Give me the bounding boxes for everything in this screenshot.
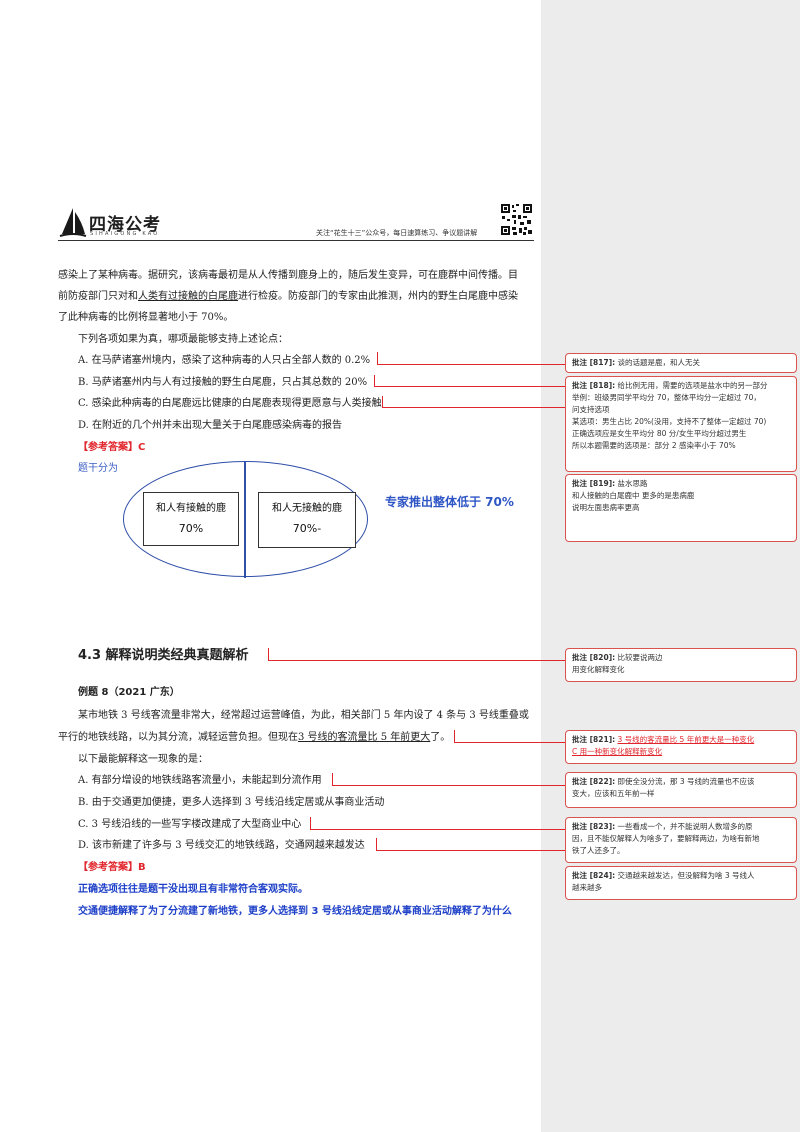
q1-text-line: 感染上了某种病毒。据研究，该病毒最初是从人传播到鹿身上的，随后发生变异，可在鹿群… — [58, 270, 518, 281]
comment-anchor — [310, 817, 311, 829]
comment-connector — [454, 742, 565, 743]
q2-text-line: 某市地铁 3 号线客流量非常大，经常超过运营峰值，为此，相关部门 5 年内设了 … — [78, 710, 529, 721]
comment-connector — [332, 785, 565, 786]
q2-note: 正确选项往往是题干没出现且有非常符合客观实际。 — [78, 884, 308, 895]
comment-connector — [268, 660, 565, 661]
comment-817[interactable]: 批注 [817]: 谈的话题是鹿，和人无关 — [565, 353, 797, 373]
q2-note: 交通便捷解释了为了分流建了新地铁，更多人选择到 3 号线沿线定居或从事商业活动解… — [78, 906, 512, 917]
q1-option-a: A. 在马萨诸塞州境内，感染了这种病毒的人只占全部人数的 0.2% — [78, 355, 371, 366]
brand-name: 四海公考 — [89, 215, 161, 235]
q1-highlight: 人类有过接触的白尾鹿 — [138, 291, 238, 302]
comment-818[interactable]: 批注 [818]: 给比例无用，需要的选项是盐水中的另一部分 举例：班级男同学平… — [565, 376, 797, 472]
q2-highlight: 3 号线的客流量比 5 年前更大 — [298, 732, 431, 743]
comment-anchor — [382, 396, 383, 408]
comment-824[interactable]: 批注 [824]: 交通越来越发达，但没解释为啥 3 号线人 越来越多 — [565, 866, 797, 900]
comment-connector — [376, 850, 565, 851]
q2-prompt: 以下最能解释这一现象的是： — [78, 754, 208, 765]
qr-code-icon — [500, 203, 533, 236]
contact-deer-box: 和人有接触的鹿 70% — [143, 492, 239, 546]
comment-821[interactable]: 批注 [821]: 3 号线的客流量比 5 年前更大是一种变化 C 用一种新变化… — [565, 730, 797, 764]
comment-822[interactable]: 批注 [822]: 即使全没分流，那 3 号线的流量也不应该 变大，应该和五年前… — [565, 772, 797, 808]
q2-text-line: 平行的地铁线路，以为其分流，减轻运营负担。但现在3 号线的客流量比 5 年前更大… — [58, 732, 451, 743]
q2-option-d: D. 该市新建了许多与 3 号线交汇的地铁线路，交通网越来越发达 — [78, 840, 365, 851]
comment-connector — [382, 407, 565, 408]
comment-connector — [310, 829, 565, 830]
q2-option-a: A. 有部分增设的地铁线路客流量小，未能起到分流作用 — [78, 775, 322, 786]
comments-sidebar — [541, 0, 800, 1132]
comment-anchor — [377, 352, 378, 364]
document-page: 四海公考 SIHAIGONG KAO 关注“花生十三”公众号，每日速算练习、争议… — [58, 203, 534, 917]
comment-connector — [374, 386, 565, 387]
q1-split-note: 题干分为 — [78, 463, 118, 474]
sail-logo-icon — [59, 208, 87, 237]
q2-answer: 【参考答案】B — [78, 862, 146, 873]
q1-prompt: 下列各项如果为真，哪项最能够支持上述论点： — [78, 334, 288, 345]
comment-anchor — [332, 773, 333, 785]
comment-823[interactable]: 批注 [823]: 一些看成一个，并不能说明人数增多的原 因，且不能仅解释人为啥… — [565, 817, 797, 863]
section-title: 4.3 解释说明类经典真题解析 — [78, 648, 249, 663]
population-divider — [244, 461, 246, 578]
header-note: 关注“花生十三”公众号，每日速算练习、争议题讲解 — [316, 229, 478, 237]
comment-819[interactable]: 批注 [819]: 盐水思路 和人接触的白尾鹿中 更多的是患病鹿 说明左面患病率… — [565, 474, 797, 542]
q2-option-b: B. 由于交通更加便捷，更多人选择到 3 号线沿线定居或从事商业活动 — [78, 797, 385, 808]
comment-anchor — [268, 648, 269, 660]
expert-conclusion: 专家推出整体低于 70% — [385, 495, 514, 509]
comment-anchor — [374, 375, 375, 387]
q1-option-c: C. 感染此种病毒的白尾鹿远比健康的白尾鹿表现得更愿意与人类接触 — [78, 398, 382, 409]
q1-answer: 【参考答案】C — [78, 442, 146, 453]
q2-option-c: C. 3 号线沿线的一些写字楼改建成了大型商业中心 — [78, 819, 302, 830]
comment-820[interactable]: 批注 [820]: 比较要说两边 用变化解释变化 — [565, 648, 797, 682]
no-contact-deer-box: 和人无接触的鹿 70%- — [258, 492, 356, 548]
q1-option-b: B. 马萨诸塞州内与人有过接触的野生白尾鹿，只占其总数的 20% — [78, 377, 368, 388]
brand-subtitle: SIHAIGONG KAO — [90, 231, 160, 237]
q1-text-line: 前防疫部门只对和人类有过接触的白尾鹿进行检疫。防疫部门的专家由此推测，州内的野生… — [58, 291, 518, 302]
q1-option-d: D. 在附近的几个州并未出现大量关于白尾鹿感染病毒的报告 — [78, 420, 343, 431]
comment-anchor — [454, 730, 455, 742]
q1-text-line: 了此种病毒的比例将显著地小于 70%。 — [58, 312, 234, 323]
comment-connector — [377, 364, 565, 365]
example-title: 例题 8（2021 广东） — [78, 687, 180, 698]
population-ellipse — [123, 461, 368, 577]
comment-anchor — [376, 838, 377, 850]
header-divider — [58, 240, 534, 241]
